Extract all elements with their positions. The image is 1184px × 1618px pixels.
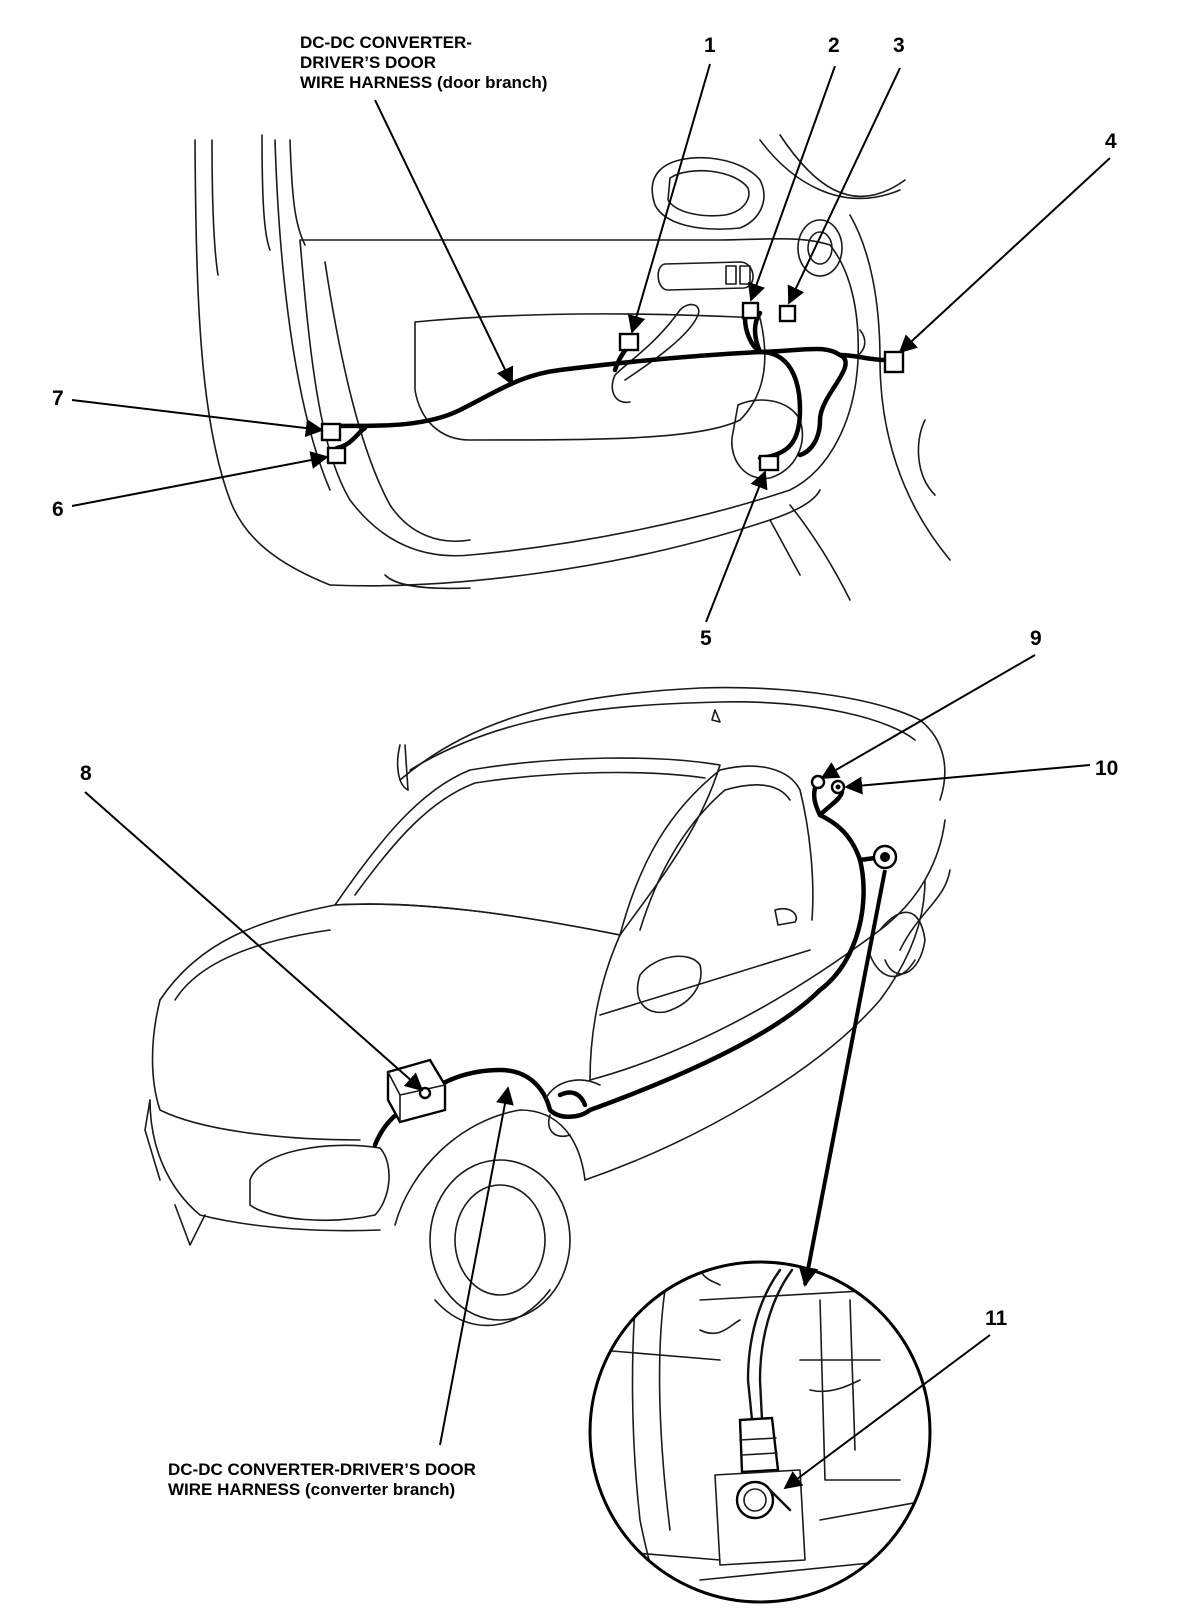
callout-numbers: 1 2 3 4 5 6 7 8 9 10 11 [52, 34, 1118, 1330]
ground-detail-view [588, 1260, 991, 1604]
door-panel-drawing [194, 134, 951, 601]
connector-1 [618, 332, 640, 352]
callout-7: 7 [52, 387, 64, 410]
callout-9: 9 [1030, 627, 1042, 650]
car-body-drawing [144, 686, 951, 1327]
converter-branch-label: DC-DC CONVERTER-DRIVER’S DOOR WIRE HARNE… [168, 1460, 476, 1499]
door-branch-label: DC-DC CONVERTER- DRIVER’S DOOR WIRE HARN… [300, 33, 547, 92]
callout-5: 5 [700, 627, 712, 650]
connector-6 [326, 446, 347, 465]
connector-4 [883, 350, 905, 374]
callout-3: 3 [893, 34, 905, 57]
connector-3 [778, 304, 797, 323]
door-leader-lines [71, 63, 1111, 623]
converter-branch-label-line-1: DC-DC CONVERTER-DRIVER’S DOOR [168, 1460, 476, 1479]
door-branch-label-line-1: DC-DC CONVERTER- [300, 33, 472, 52]
callout-6: 6 [52, 498, 64, 521]
connector-2 [741, 301, 760, 320]
connector-7 [320, 422, 342, 442]
door-branch-harness [334, 310, 888, 461]
door-branch-label-line-2: DRIVER’S DOOR [300, 53, 436, 72]
converter-branch-label-line-2: WIRE HARNESS (converter branch) [168, 1480, 455, 1499]
callout-2: 2 [828, 34, 840, 57]
callout-11: 11 [985, 1307, 1008, 1330]
callout-1: 1 [704, 34, 716, 57]
door-connectors [320, 301, 905, 472]
connector-5 [758, 454, 780, 472]
ground-9 [810, 774, 826, 790]
door-branch-label-line-3: WIRE HARNESS (door branch) [300, 73, 547, 92]
callout-10: 10 [1095, 757, 1118, 780]
converter-branch-harness [372, 774, 898, 1148]
callout-8: 8 [80, 762, 92, 785]
callout-4: 4 [1105, 130, 1117, 153]
car-leader-lines [84, 654, 1091, 1446]
